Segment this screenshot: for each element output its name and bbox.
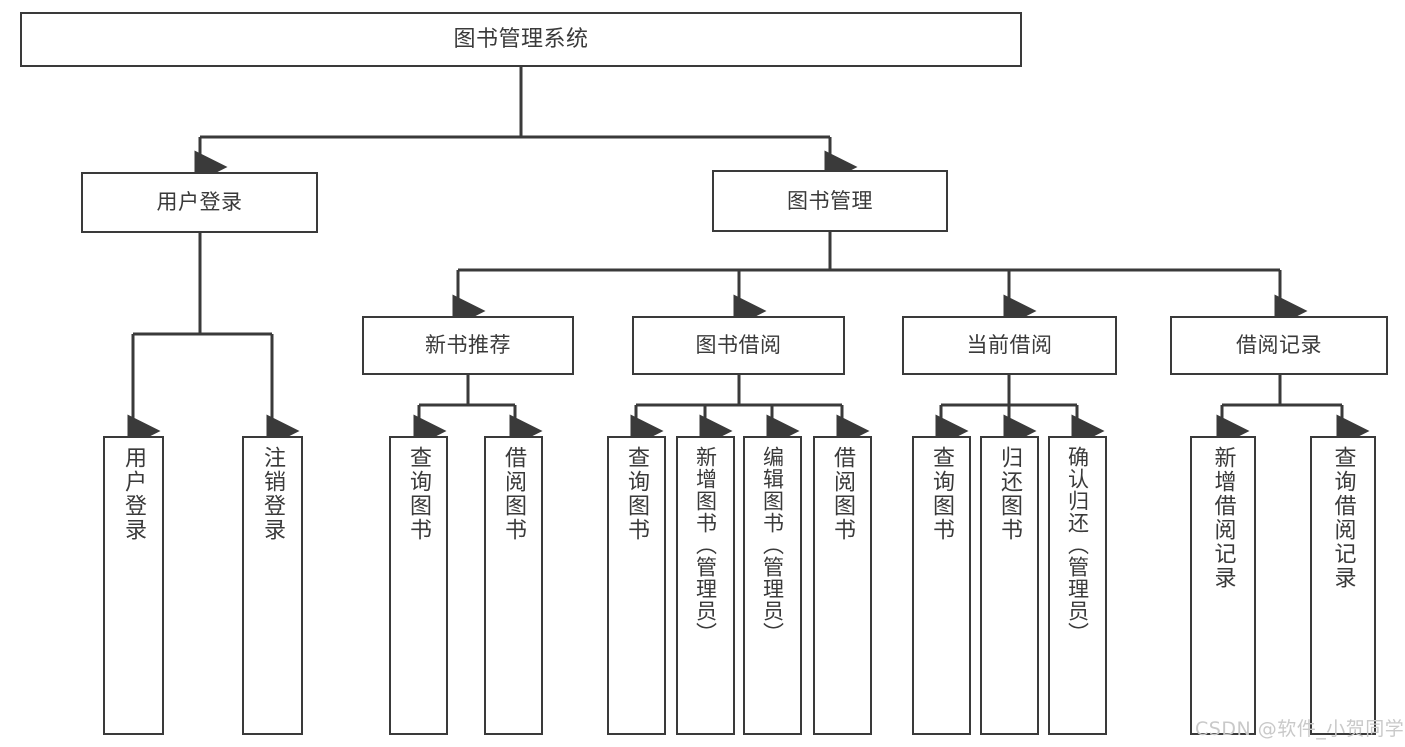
leaf-user-login-logout[interactable]: 注销登录 [242, 436, 303, 735]
node-label: 查询图书 [624, 446, 650, 542]
node-new-book-recommend[interactable]: 新书推荐 [362, 316, 574, 375]
node-user-login[interactable]: 用户登录 [81, 172, 318, 233]
leaf-book-borrow-borrow[interactable]: 借阅图书 [813, 436, 872, 735]
node-label: 新书推荐 [425, 333, 511, 358]
node-label: 查询借阅记录 [1330, 446, 1356, 590]
leaf-new-book-query[interactable]: 查询图书 [389, 436, 448, 735]
node-label: 查询图书 [929, 446, 955, 542]
node-borrow-record[interactable]: 借阅记录 [1170, 316, 1388, 375]
node-label: 当前借阅 [966, 333, 1053, 358]
node-label: 确认归还（管理员） [1065, 446, 1090, 644]
leaf-book-borrow-query[interactable]: 查询图书 [607, 436, 666, 735]
node-label: 图书管理系统 [453, 26, 589, 52]
leaf-new-book-borrow[interactable]: 借阅图书 [484, 436, 543, 735]
node-label: 编辑图书（管理员） [760, 446, 785, 644]
leaf-current-borrow-confirm-return[interactable]: 确认归还（管理员） [1048, 436, 1107, 735]
node-label: 图书管理 [787, 188, 873, 213]
node-label: 图书借阅 [695, 333, 782, 358]
node-label: 新增借阅记录 [1210, 446, 1236, 590]
leaf-borrow-record-add[interactable]: 新增借阅记录 [1190, 436, 1256, 735]
node-book-management[interactable]: 图书管理 [712, 170, 948, 232]
node-label: 新增图书（管理员） [693, 446, 718, 644]
csdn-watermark: CSDN @软件_小贺同学 [1195, 718, 1405, 740]
leaf-borrow-record-query[interactable]: 查询借阅记录 [1310, 436, 1376, 735]
leaf-book-borrow-add[interactable]: 新增图书（管理员） [676, 436, 735, 735]
node-current-borrow[interactable]: 当前借阅 [902, 316, 1117, 375]
node-label: 用户登录 [156, 190, 243, 215]
node-label: 归还图书 [997, 446, 1023, 542]
node-label: 注销登录 [260, 446, 286, 542]
leaf-user-login-login[interactable]: 用户登录 [103, 436, 164, 735]
leaf-current-borrow-query[interactable]: 查询图书 [912, 436, 971, 735]
node-root-system[interactable]: 图书管理系统 [20, 12, 1022, 67]
node-label: 查询图书 [406, 446, 432, 542]
leaf-current-borrow-return[interactable]: 归还图书 [980, 436, 1039, 735]
node-label: 借阅图书 [830, 446, 856, 542]
node-label: 借阅图书 [501, 446, 527, 542]
node-book-borrow[interactable]: 图书借阅 [632, 316, 845, 375]
node-label: 借阅记录 [1236, 333, 1322, 358]
leaf-book-borrow-edit[interactable]: 编辑图书（管理员） [743, 436, 802, 735]
node-label: 用户登录 [121, 446, 147, 542]
